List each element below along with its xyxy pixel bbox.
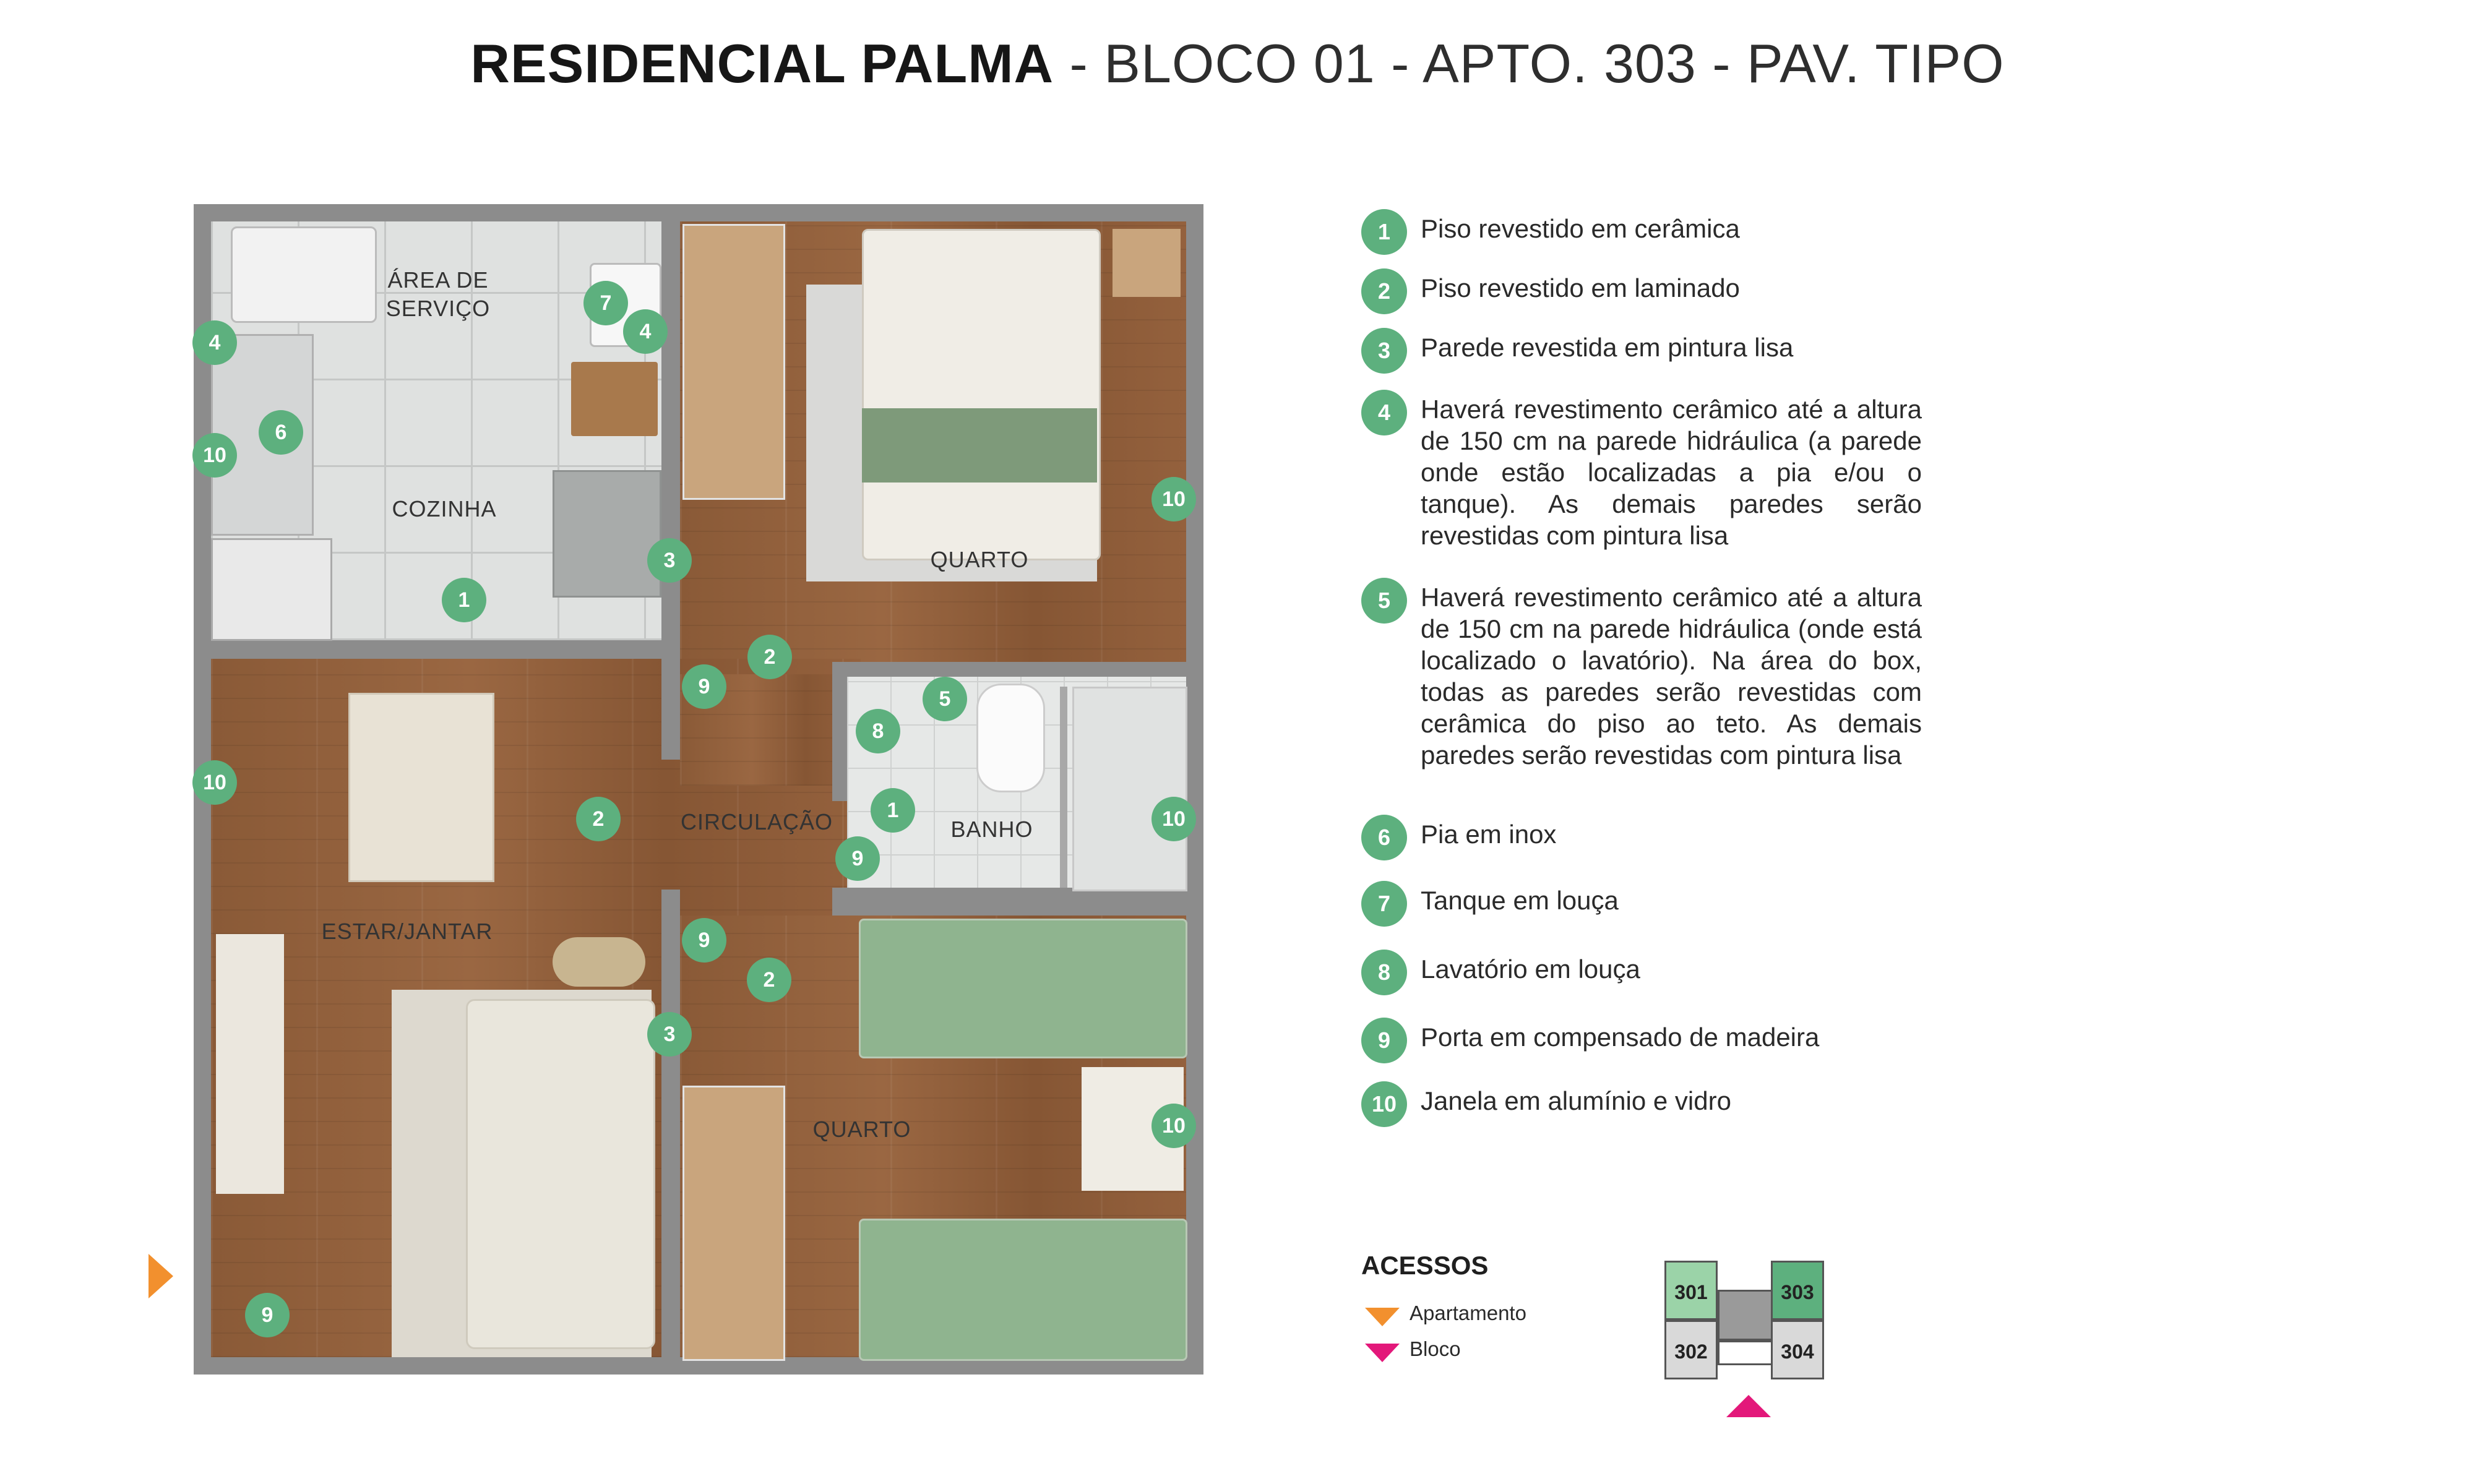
wardrobe-1 [682, 224, 785, 500]
acessos-bloco-label: Bloco [1410, 1337, 1461, 1360]
label-quarto-2: QUARTO [812, 1117, 911, 1142]
legend-number: 8 [1361, 950, 1407, 995]
marker: 2 [747, 958, 791, 1002]
marker: 10 [1151, 477, 1196, 521]
unit-301: 301 [1664, 1261, 1718, 1320]
wall [832, 888, 1186, 916]
apartment-entry-arrow [148, 1254, 173, 1298]
marker: 9 [682, 664, 726, 709]
legend-number: 3 [1361, 328, 1407, 374]
title-building: RESIDENCIAL PALMA [470, 33, 1054, 94]
label-quarto-1: QUARTO [930, 547, 1029, 572]
marker: 4 [192, 320, 237, 365]
block-core [1718, 1290, 1776, 1340]
dining-table [348, 693, 494, 882]
marker: 3 [647, 1012, 692, 1057]
marker: 3 [647, 538, 692, 583]
nightstand [1113, 229, 1181, 297]
wall [211, 640, 661, 659]
wall [661, 221, 680, 760]
wall [661, 890, 680, 1357]
marker: 9 [682, 918, 726, 963]
floor-plan: ÁREA DE SERVIÇO COZINHA QUARTO CIRCULAÇÃ… [192, 204, 1203, 1375]
unit-302: 302 [1664, 1320, 1718, 1379]
page-title: RESIDENCIAL PALMA - BLOCO 01 - APTO. 303… [0, 32, 2475, 95]
sofa [466, 999, 655, 1349]
marker: 2 [576, 797, 621, 841]
marker: 1 [871, 788, 915, 833]
legend-number: 2 [1361, 268, 1407, 314]
legend-number: 5 [1361, 578, 1407, 624]
shower-box [1072, 687, 1187, 891]
legend-number: 9 [1361, 1018, 1407, 1063]
legend-number: 1 [1361, 209, 1407, 255]
legend-text: Parede revestida em pintura lisa [1421, 333, 1794, 362]
double-bed [862, 229, 1101, 560]
acessos-title: ACESSOS [1361, 1251, 1489, 1280]
unit-303: 303 [1771, 1261, 1824, 1320]
marker: 10 [192, 433, 237, 478]
plant-box [571, 362, 658, 436]
legend-text: Haverá revestimento cerâmico até a altur… [1421, 583, 1922, 770]
bloco-arrow-icon [1365, 1344, 1400, 1362]
marker: 8 [856, 709, 900, 753]
title-unit: - BLOCO 01 - APTO. 303 - PAV. TIPO [1054, 33, 2005, 94]
legend-text: Tanque em louça [1421, 886, 1619, 915]
label-area-servico: ÁREA DE SERVIÇO [385, 267, 491, 321]
label-estar-jantar: ESTAR/JANTAR [321, 919, 493, 944]
unit-304: 304 [1771, 1320, 1824, 1379]
tv-unit [216, 934, 284, 1194]
marker: 9 [835, 836, 880, 881]
apartamento-arrow-icon [1365, 1308, 1400, 1326]
legend-text: Janela em alumínio e vidro [1421, 1086, 1731, 1115]
marker: 2 [747, 635, 792, 679]
marker: 7 [583, 281, 628, 325]
label-cozinha: COZINHA [392, 496, 497, 521]
legend-text: Piso revestido em laminado [1421, 273, 1740, 302]
single-bed-1 [859, 919, 1187, 1058]
wall [832, 662, 1186, 677]
acessos-apartamento-label: Apartamento [1410, 1302, 1526, 1324]
legend-number: 4 [1361, 390, 1407, 435]
legend-number: 7 [1361, 881, 1407, 927]
legend-number: 10 [1361, 1081, 1407, 1127]
marker: 10 [192, 760, 237, 805]
marker: 5 [923, 677, 967, 721]
marker: 9 [245, 1293, 290, 1337]
marker: 10 [1151, 1104, 1196, 1148]
marker: 4 [623, 309, 668, 354]
side-table [553, 937, 645, 987]
wall [1060, 687, 1067, 888]
legend-text: Pia em inox [1421, 820, 1557, 849]
label-circulacao: CIRCULAÇÃO [680, 809, 833, 834]
stove [211, 538, 332, 641]
bed-blanket [862, 408, 1097, 483]
legend-text: Haverá revestimento cerâmico até a altur… [1421, 395, 1922, 550]
legend-number: 6 [1361, 815, 1407, 860]
marker: 10 [1151, 797, 1196, 841]
marker: 6 [259, 410, 303, 455]
laundry-tank [231, 226, 377, 323]
wall [832, 662, 847, 801]
wardrobe-2 [682, 1086, 785, 1361]
legend-text: Piso revestido em cerâmica [1421, 214, 1740, 243]
bloco-entry-arrow [1726, 1395, 1771, 1417]
block-stair [1718, 1340, 1776, 1365]
toilet [976, 684, 1045, 792]
single-bed-2 [859, 1219, 1187, 1361]
fridge [553, 470, 661, 598]
legend-text: Porta em compensado de madeira [1421, 1023, 1820, 1052]
label-banho: BANHO [950, 817, 1033, 842]
legend-text: Lavatório em louça [1421, 954, 1640, 984]
marker: 1 [442, 578, 486, 622]
